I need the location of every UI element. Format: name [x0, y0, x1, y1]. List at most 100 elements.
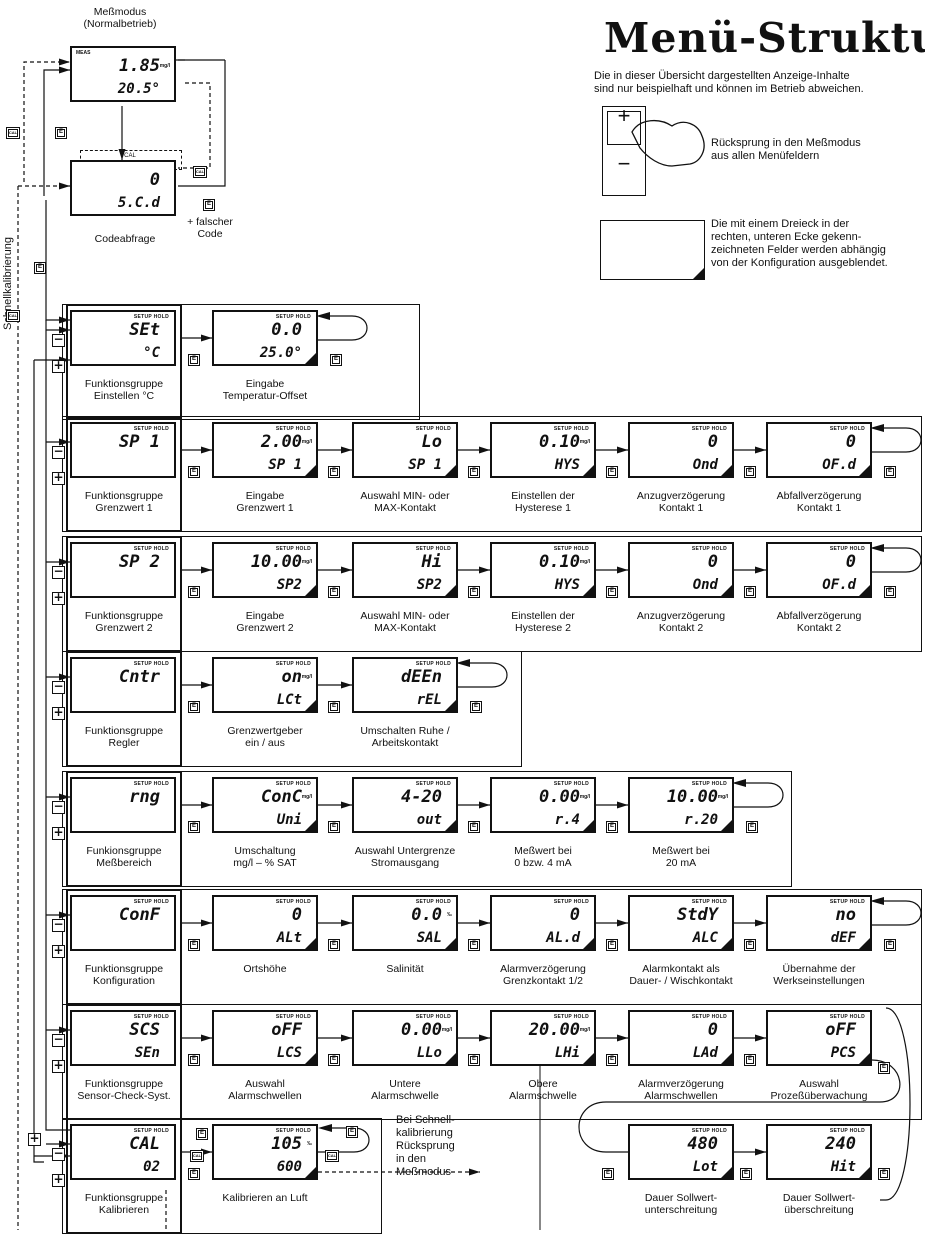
arrow-head — [59, 59, 70, 66]
lcd-line-2: dEF — [768, 930, 856, 946]
lcd-line-2: rEL — [354, 692, 442, 708]
e-key-icon: E — [188, 354, 200, 366]
lcd-line-1: no — [768, 905, 856, 925]
caption-line: Einstellen der — [463, 490, 623, 502]
legend-line: rechten, unteren Ecke gekenn- — [711, 231, 888, 244]
lcd-line-2: Ond — [630, 577, 718, 593]
e-key-icon: E — [188, 1168, 200, 1180]
note-line: Rücksprung — [396, 1140, 455, 1153]
lcd-line-1: ConC — [214, 787, 302, 807]
legend-line: aus allen Menüfeldern — [711, 150, 861, 163]
e-key-letter: E — [192, 703, 196, 709]
cal-key-letter: CAL — [196, 169, 204, 174]
e-key-icon: E — [188, 701, 200, 713]
caption-line: Grenzwert 2 — [185, 622, 345, 634]
caption-line: Alarmschwellen — [185, 1090, 345, 1102]
e-key-icon: E — [468, 466, 480, 478]
caption-line: Eingabe — [185, 490, 345, 502]
cal-key-icon: CAL — [193, 166, 207, 178]
lcd-line-1: rng — [72, 787, 160, 807]
lcd-line-1: 20.00 — [492, 1020, 580, 1040]
caption-line: Konfiguration — [44, 975, 204, 987]
lcd-line-1: 10.00 — [214, 552, 302, 572]
caption-line: Grenzwertgeber — [185, 725, 345, 737]
e-key-icon: E — [468, 939, 480, 951]
caption-line: Sensor-Check-Syst. — [44, 1090, 204, 1102]
measure-mode-caption: (Normalbetrieb) — [60, 18, 180, 30]
caption-line: Anzugverzögerung — [601, 490, 761, 502]
e-key-letter: E — [59, 129, 63, 135]
caption-line: ein / aus — [185, 737, 345, 749]
lcd-line-2: Ond — [630, 457, 718, 473]
e-key-icon: E — [606, 821, 618, 833]
note-line: Bei Schnell- — [396, 1114, 455, 1127]
lcd-line-1: SCS — [72, 1020, 160, 1040]
caption-line: 0 bzw. 4 mA — [463, 857, 623, 869]
lcd-line-1: 0 — [492, 905, 580, 925]
lcd-line-1: Cntr — [72, 667, 160, 687]
lcd-line-2: OF.d — [768, 577, 856, 593]
e-key-letter: E — [472, 468, 476, 474]
lcd-line-1: 0.10 — [492, 552, 580, 572]
lcd-line-1: 240 — [768, 1134, 856, 1154]
e-key-icon: E — [744, 1054, 756, 1066]
e-key-icon: E — [55, 127, 67, 139]
e-key-letter: E — [332, 468, 336, 474]
caption-line: Ortshöhe — [185, 963, 345, 975]
cal-key-icon: CAL — [325, 1150, 339, 1162]
e-key-letter: E — [472, 941, 476, 947]
lcd-unit: mg/l — [442, 1027, 452, 1033]
e-key-icon: E — [328, 701, 340, 713]
minus-key-icon: − — [52, 681, 65, 694]
e-key-letter: E — [888, 468, 892, 474]
e-key-icon: E — [606, 466, 618, 478]
group-head-display: SETUP HOLDCntr — [70, 657, 176, 713]
e-key-letter: E — [192, 356, 196, 362]
e-key-icon: E — [744, 586, 756, 598]
e-key-icon: E — [188, 466, 200, 478]
lcd-line-2: SP2 — [354, 577, 442, 593]
caption-line: Auswahl MIN- oder — [325, 490, 485, 502]
menu-item-display: SETUP HOLD10.00mg/lr.20 — [628, 777, 734, 833]
menu-item-display: SETUP HOLD20.00mg/lLHi — [490, 1010, 596, 1066]
e-key-icon: E — [203, 199, 215, 211]
lcd-line-2: 02 — [72, 1159, 160, 1175]
caption-line: überschreitung — [739, 1204, 899, 1216]
group-head-display: SETUP HOLDrng — [70, 777, 176, 833]
menu-item-display: SETUP HOLDStdYALC — [628, 895, 734, 951]
lcd-line-1: 2.00 — [214, 432, 302, 452]
caption-line: Untere — [325, 1078, 485, 1090]
plus-key-icon: + — [52, 945, 65, 958]
menu-item-display: SETUP HOLDHiSP2 — [352, 542, 458, 598]
lcd-line-1: 10.00 — [630, 787, 718, 807]
note-line: Meßmodus — [396, 1166, 455, 1179]
caption-line: Regler — [44, 737, 204, 749]
e-key-icon: E — [468, 586, 480, 598]
plus-symbol: + — [607, 110, 641, 122]
lcd-unit: mg/l — [718, 794, 728, 800]
lcd-line-2: HYS — [492, 457, 580, 473]
lcd-line-1: 0 — [630, 552, 718, 572]
lcd-unit: mg/l — [580, 1027, 590, 1033]
cal-key-letter: CAL — [328, 1153, 336, 1158]
lcd-line-2: LCS — [214, 1045, 302, 1061]
caption-line: Funktionsgruppe — [44, 378, 204, 390]
e-key-icon: E — [188, 939, 200, 951]
lcd-line-1: 4-20 — [354, 787, 442, 807]
e-key-icon: E — [746, 821, 758, 833]
lcd-line-2: LAd — [630, 1045, 718, 1061]
caption-line: Meßwert bei — [601, 845, 761, 857]
menu-item-display: SETUP HOLDdEEnrEL — [352, 657, 458, 713]
e-key-icon: E — [330, 354, 342, 366]
e-key-letter: E — [472, 588, 476, 594]
e-key-letter: E — [200, 1130, 204, 1136]
e-key-letter: E — [472, 823, 476, 829]
e-key-icon: E — [878, 1168, 890, 1180]
lcd-unit: ‰ — [307, 1141, 312, 1147]
caption-line: Temperatur-Offset — [185, 390, 345, 402]
